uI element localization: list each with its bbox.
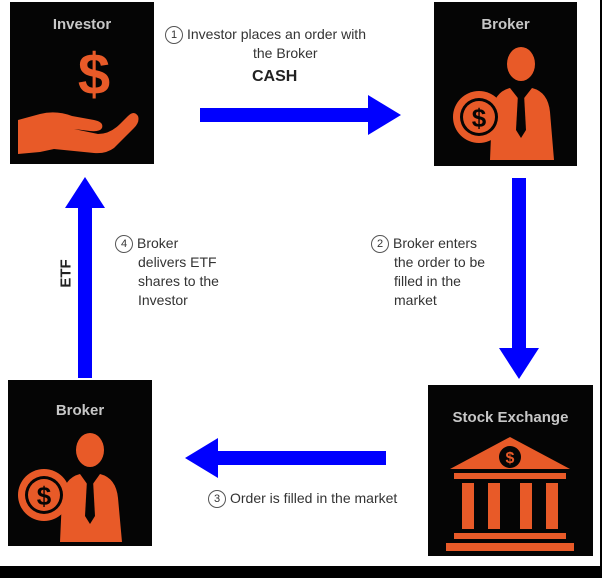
broker-bottom-title: Broker (55, 402, 105, 419)
step-2-line-2: the order to be (394, 254, 486, 271)
businessman-dollar-icon: $ (453, 47, 554, 160)
step-4-line-3: shares to the (138, 273, 219, 290)
stock-exchange-title: Stock Exchange (452, 409, 569, 426)
svg-text:$: $ (506, 450, 515, 467)
etf-label: ETF (57, 259, 75, 288)
step-3-number: 3 (208, 490, 226, 509)
etf-arrow-up (65, 177, 105, 378)
broker-top-box: Broker $ (434, 2, 577, 166)
hand-dollar-icon: $ (18, 42, 139, 154)
broker-top-title: Broker (481, 16, 530, 33)
businessman-dollar-icon: $ (18, 433, 122, 542)
svg-text:$: $ (78, 42, 110, 107)
fill-arrow-left (185, 438, 386, 478)
cash-arrow-right (200, 95, 401, 135)
investor-box: Investor $ (10, 2, 154, 164)
frame-bottom-border (0, 566, 602, 578)
cash-label: CASH (252, 68, 298, 85)
broker-bottom-box: Broker $ (8, 380, 152, 546)
stock-exchange-box: Stock Exchange $ (428, 385, 593, 556)
step-1-line-2: the Broker (253, 45, 318, 62)
step-2-line-3: filled in the (394, 273, 461, 290)
investor-title: Investor (52, 16, 112, 33)
step-4-number: 4 (115, 235, 133, 254)
svg-text:$: $ (37, 481, 52, 511)
svg-text:$: $ (472, 103, 487, 133)
order-arrow-down (499, 178, 539, 379)
step-1-number: 1 (165, 26, 183, 45)
step-4-line-1: Broker (137, 235, 179, 251)
frame-right-border (600, 0, 602, 578)
step-1-line-1: Investor places an order with (187, 26, 366, 42)
step-2-number: 2 (371, 235, 389, 254)
step-4-line-2: delivers ETF (138, 254, 217, 271)
bank-dollar-icon: $ (446, 437, 574, 551)
step-2-line-1: Broker enters (393, 235, 478, 251)
step-2-line-4: market (394, 292, 437, 309)
step-3-text: Order is filled in the market (230, 490, 398, 506)
step-4-line-4: Investor (138, 292, 188, 309)
